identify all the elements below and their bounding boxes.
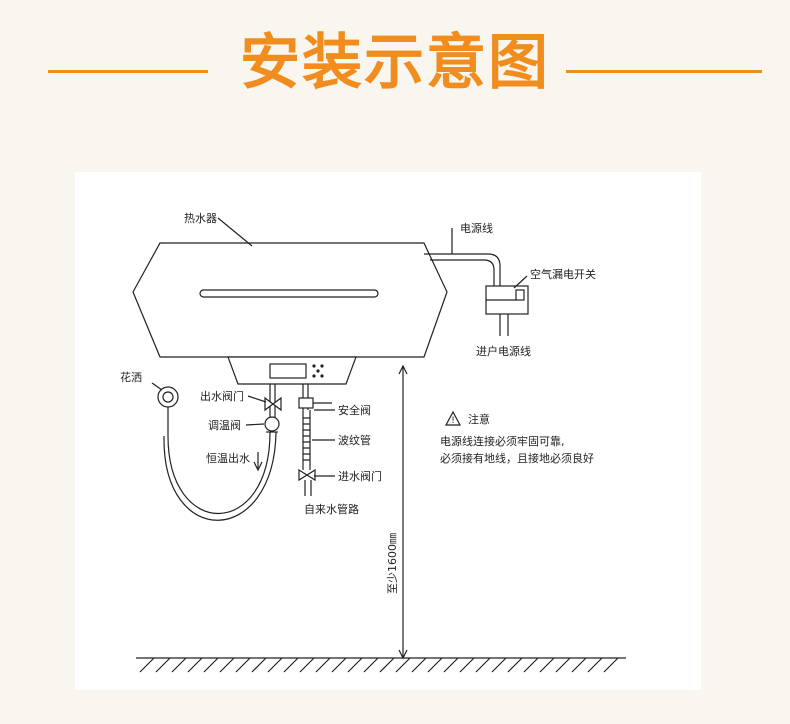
safety-valve — [298, 397, 314, 409]
label-incoming-power: 进户电源线 — [476, 344, 531, 358]
power-cord — [424, 253, 501, 286]
outlet-valve — [264, 396, 282, 412]
title-rule-left — [48, 70, 208, 73]
note-line-2: 必须接有地线，且接地必须良好 — [440, 451, 594, 465]
water-heater-body — [132, 242, 448, 358]
floor-hatching — [139, 657, 619, 673]
label-breaker: 空气漏电开关 — [530, 267, 596, 281]
warning-icon — [444, 410, 462, 426]
label-heater: 热水器 — [184, 212, 217, 225]
header: 安装示意图 — [0, 0, 790, 130]
control-display — [269, 363, 307, 379]
heater-slot — [199, 289, 379, 298]
page-title: 安装示意图 — [240, 28, 550, 98]
shower-hose — [167, 431, 271, 515]
incoming-power-line — [499, 314, 509, 336]
label-bellows: 波纹管 — [338, 433, 371, 447]
note-title: 注意 — [468, 412, 490, 426]
label-water-supply: 自来水管路 — [304, 502, 359, 516]
label-mixing-valve: 调温阀 — [208, 418, 241, 432]
inlet-valve — [298, 468, 316, 482]
mixing-valve — [264, 416, 280, 432]
leader-heater — [217, 217, 253, 247]
bellows-pipe — [302, 410, 311, 470]
title-rule-right — [566, 70, 762, 73]
control-buttons — [312, 364, 324, 378]
breaker-switch — [515, 289, 525, 301]
label-outlet-valve: 出水阀门 — [200, 389, 244, 403]
label-height: 至少1600㎜ — [386, 533, 399, 594]
label-inlet-valve: 进水阀门 — [338, 469, 382, 483]
label-constant-temp-out: 恒温出水 — [206, 451, 250, 465]
label-shower: 花洒 — [120, 371, 142, 384]
label-safety-valve: 安全阀 — [338, 403, 371, 417]
label-power-cord: 电源线 — [460, 221, 493, 235]
note-line-1: 电源线连接必须牢固可靠, — [440, 434, 565, 448]
svg-text:!: ! — [451, 416, 455, 426]
leader-breaker — [513, 275, 528, 289]
